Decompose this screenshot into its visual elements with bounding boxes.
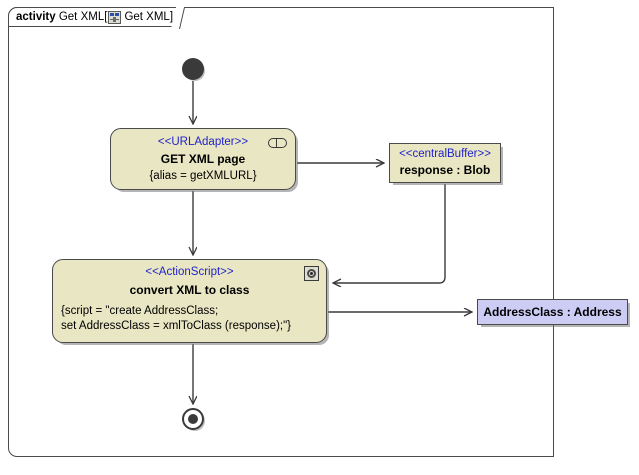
object-node-response-buffer[interactable]: <<centralBuffer>> response : Blob [389,143,501,183]
activity-frame-title-tab: activity Get XML [ Get XML ] [8,7,186,29]
pin-icon [268,138,287,148]
stereotype-urladapter: <<URLAdapter>> [157,136,249,148]
frame-keyword: activity [16,11,56,23]
node-body-script: {script = "create AddressClass; set Addr… [61,305,292,332]
initial-node[interactable] [182,58,204,80]
node-label-get-xml-page: GET XML page [160,152,246,166]
object-node-addressclass[interactable]: AddressClass : Address [477,299,628,325]
stereotype-actionscript: <<ActionScript>> [145,266,234,278]
frame-bracket-open: [ [104,11,108,23]
node-body-alias: {alias = getXMLURL} [149,170,257,182]
frame-bracket-close: ] [169,11,174,23]
stereotype-centralbuffer: <<centralBuffer>> [399,148,491,160]
node-label-response-blob: response : Blob [399,163,491,177]
activity-final-node[interactable] [182,408,204,430]
action-node-convert-xml-to-class[interactable]: <<ActionScript>> convert XML to class {s… [52,259,327,343]
action-node-get-xml-page[interactable]: <<URLAdapter>> GET XML page {alias = get… [110,128,296,190]
node-label-convert-xml-to-class: convert XML to class [129,283,250,297]
node-label-addressclass-address: AddressClass : Address [483,305,622,319]
activity-icon [108,10,122,24]
gear-icon [304,266,319,281]
activity-frame [8,7,554,457]
frame-inner-name: Get XML [124,11,170,23]
frame-name: Get XML [58,11,105,23]
